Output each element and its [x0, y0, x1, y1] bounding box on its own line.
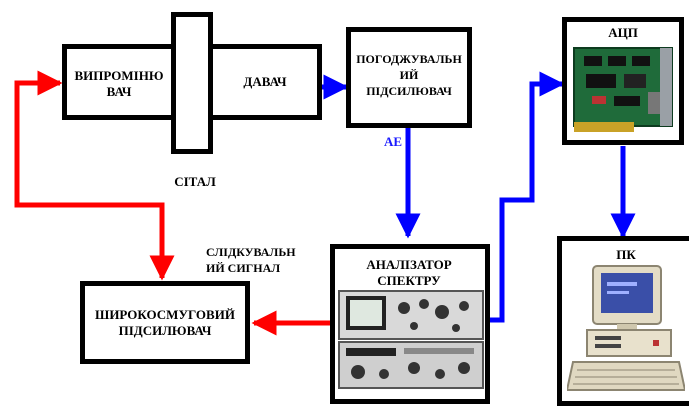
arrow-analyzer-to-adc: [490, 84, 562, 320]
sensor-label: ДАВАЧ: [212, 74, 318, 90]
adc-label: АЦП: [600, 25, 646, 41]
emitter-label: ВИПРОМІНЮ ВАЧ: [66, 68, 172, 100]
steel-sample-box: [171, 12, 213, 154]
personal-computer-image: [567, 264, 685, 392]
steel-label: СІТАЛ: [160, 174, 230, 190]
adc-board-image: [572, 42, 676, 138]
spectrum-analyzer-image: [338, 290, 484, 390]
analyzer-label: АНАЛІЗАТОР СПЕКТРУ: [334, 257, 484, 289]
tracking-signal-label: СЛІДКУВАЛЬН ИЙ СИГНАЛ: [206, 244, 332, 276]
preamp-label: ПОГОДЖУВАЛЬН ИЙ ПІДСИЛЮВАЧ: [350, 51, 468, 99]
ae-label: AE: [378, 134, 408, 150]
broadband-amp-label: ШИРОКОСМУГОВИЙ ПІДСИЛЮВАЧ: [84, 307, 246, 339]
pc-label: ПК: [606, 247, 646, 263]
